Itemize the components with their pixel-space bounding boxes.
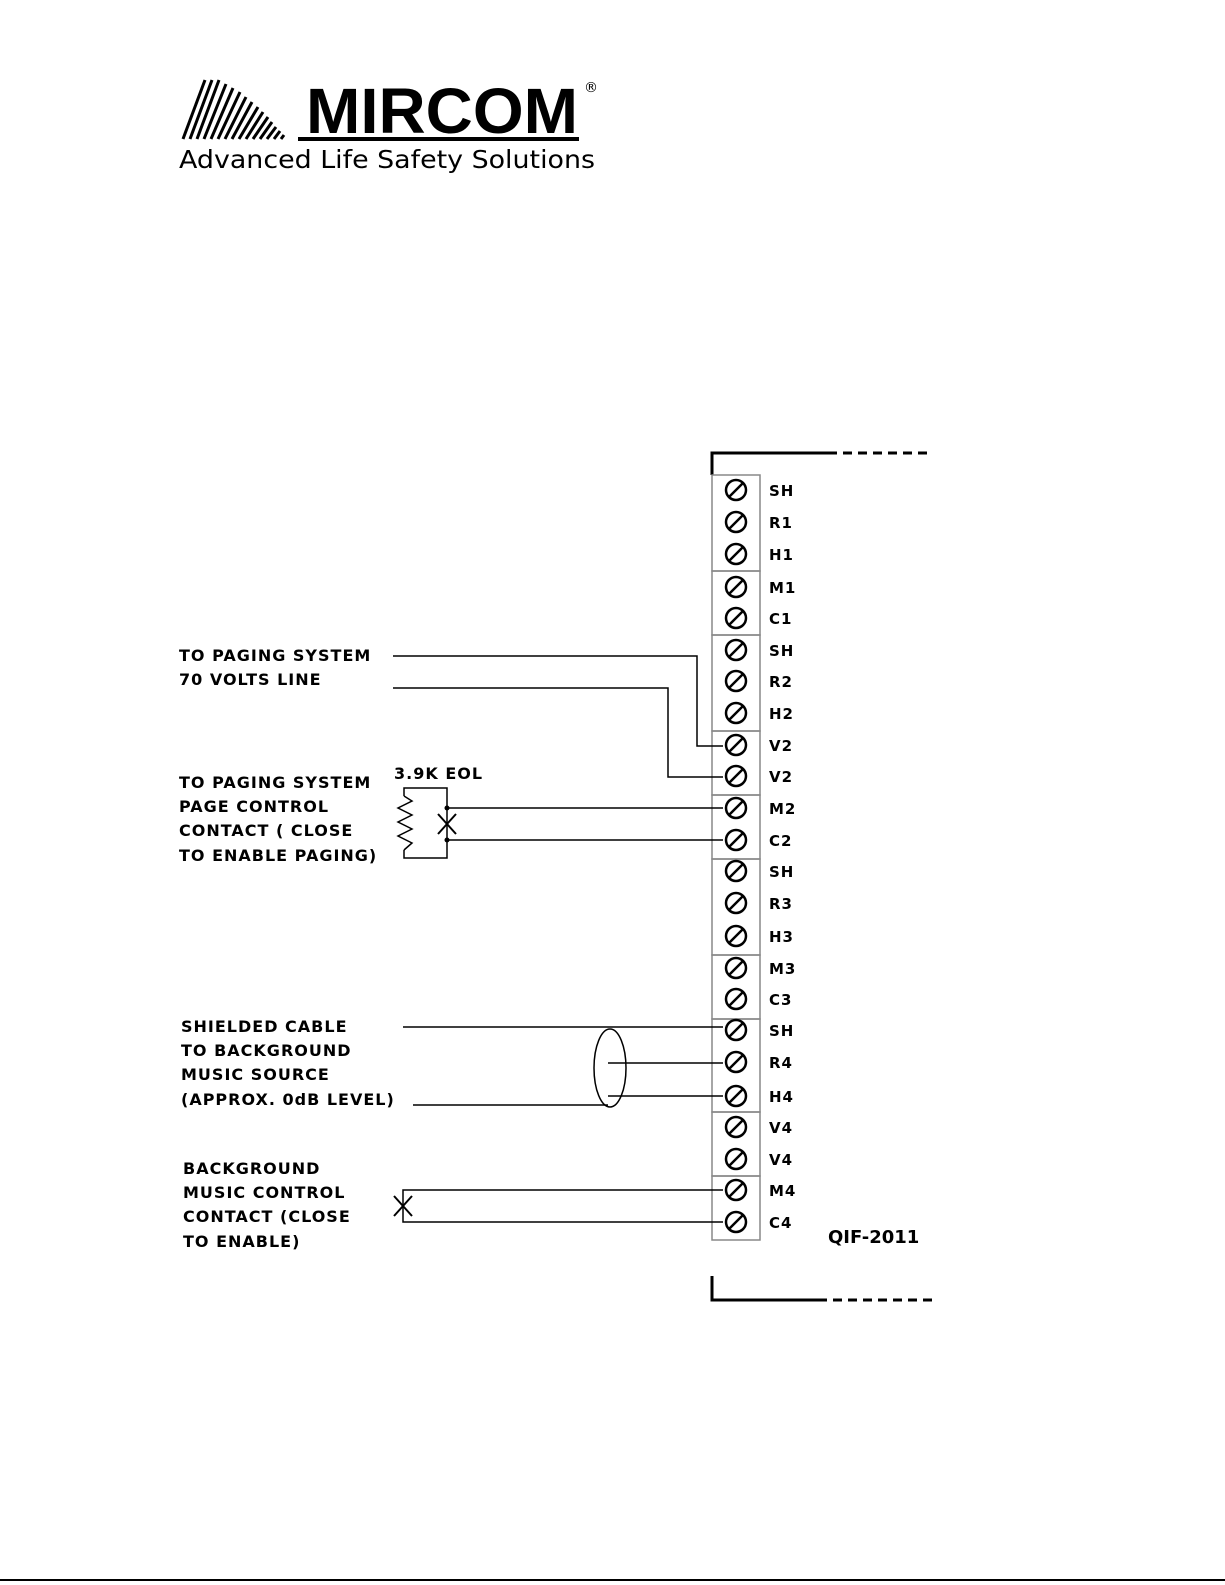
- terminal-label: C3: [769, 991, 792, 1009]
- terminal-blocks: [711, 474, 761, 1241]
- shielded-cable-label-2: TO BACKGROUND: [181, 1041, 352, 1060]
- shielded-cable-label-4: (APPROX. 0dB LEVEL): [181, 1090, 395, 1109]
- board-outline: [710, 451, 932, 1302]
- terminal-label: H1: [769, 546, 794, 564]
- terminal-label: H4: [769, 1088, 794, 1106]
- terminal-label: M4: [769, 1182, 796, 1200]
- music-control-label-2: MUSIC CONTROL: [183, 1183, 345, 1202]
- logo-stripes-icon: [181, 79, 286, 140]
- page-control-label-2: PAGE CONTROL: [179, 797, 329, 816]
- terminal-screw-icon: [724, 924, 748, 948]
- terminal-label: M3: [769, 960, 796, 978]
- terminal-label: R4: [769, 1054, 793, 1072]
- terminal-block-10: [711, 1175, 761, 1241]
- terminal-screw-icon: [724, 828, 748, 852]
- page-control-wires: [403, 787, 723, 859]
- terminal-label: H2: [769, 705, 794, 723]
- resistor-label: 3.9K EOL: [394, 764, 483, 783]
- page-control-label-3: CONTACT ( CLOSE: [179, 821, 353, 840]
- terminal-label: SH: [769, 1022, 794, 1040]
- terminal-screw-icon: [724, 638, 748, 662]
- terminal-screw-icon: [724, 669, 748, 693]
- music-control-label-4: TO ENABLE): [183, 1232, 300, 1251]
- shielded-cable-label-1: SHIELDED CABLE: [181, 1017, 348, 1036]
- terminal-screw-icon: [724, 859, 748, 883]
- terminal-label: R1: [769, 514, 793, 532]
- terminal-screw-icon: [724, 1084, 748, 1108]
- mircom-logo: MIRCOM ® Advanced Life Safety Solutions: [179, 75, 598, 174]
- logo-tagline: Advanced Life Safety Solutions: [179, 145, 595, 174]
- terminal-label: H3: [769, 928, 794, 946]
- terminal-label: M1: [769, 579, 796, 597]
- terminal-label: V4: [769, 1151, 793, 1169]
- terminal-screw-icon: [724, 956, 748, 980]
- music-control-wires: [402, 1189, 723, 1223]
- terminal-screw-icon: [724, 1050, 748, 1074]
- terminal-label: V2: [769, 737, 793, 755]
- terminal-screw-icon: [724, 542, 748, 566]
- logo-brand: MIRCOM: [306, 75, 578, 147]
- terminal-screw-icon: [724, 796, 748, 820]
- eol-resistor-icon: [396, 795, 414, 851]
- terminal-screw-icon: [724, 1018, 748, 1042]
- terminal-label: SH: [769, 482, 794, 500]
- logo-underline: [298, 137, 579, 141]
- terminal-label: R2: [769, 673, 793, 691]
- terminal-label: R3: [769, 895, 793, 913]
- terminal-screw-icon: [724, 701, 748, 725]
- terminal-screw-icon: [724, 478, 748, 502]
- terminal-screw-icon: [724, 764, 748, 788]
- terminal-label: C1: [769, 610, 792, 628]
- music-control-label-3: CONTACT (CLOSE: [183, 1207, 351, 1226]
- page-control-label-1: TO PAGING SYSTEM: [179, 773, 371, 792]
- terminal-screw-icon: [724, 510, 748, 534]
- terminal-label: SH: [769, 642, 794, 660]
- terminal-screw-icon: [724, 1147, 748, 1171]
- terminal-label: V4: [769, 1119, 793, 1137]
- music-contact-icon: [393, 1195, 413, 1217]
- terminal-screw-icon: [724, 733, 748, 757]
- paging-line-label-2: 70 VOLTS LINE: [179, 670, 322, 689]
- terminal-screw-icon: [724, 1115, 748, 1139]
- terminal-strip: SHR1H1M1C1SHR2H2V2V2M2C2SHR3H3M3C3SHR4H4…: [724, 478, 796, 1234]
- terminal-screw-icon: [724, 575, 748, 599]
- paging-line-label-1: TO PAGING SYSTEM: [179, 646, 371, 665]
- page-contact-icon: [437, 813, 457, 835]
- terminal-label: C4: [769, 1214, 792, 1232]
- cable-shield-icon: [593, 1028, 627, 1108]
- shielded-cable-label-3: MUSIC SOURCE: [181, 1065, 330, 1084]
- terminal-screw-icon: [724, 891, 748, 915]
- terminal-label: V2: [769, 768, 793, 786]
- shielded-cable-wires: [403, 1026, 723, 1108]
- terminal-label: C2: [769, 832, 792, 850]
- terminal-screw-icon: [724, 987, 748, 1011]
- board-model-label: QIF-2011: [828, 1227, 919, 1248]
- logo-registered: ®: [584, 80, 598, 96]
- music-control-label-1: BACKGROUND: [183, 1159, 320, 1178]
- paging-line-wires: [393, 655, 723, 778]
- page-control-label-4: TO ENABLE PAGING): [179, 846, 377, 865]
- terminal-label: M2: [769, 800, 796, 818]
- terminal-label: SH: [769, 863, 794, 881]
- terminal-screw-icon: [724, 606, 748, 630]
- terminal-screw-icon: [724, 1210, 748, 1234]
- terminal-screw-icon: [724, 1178, 748, 1202]
